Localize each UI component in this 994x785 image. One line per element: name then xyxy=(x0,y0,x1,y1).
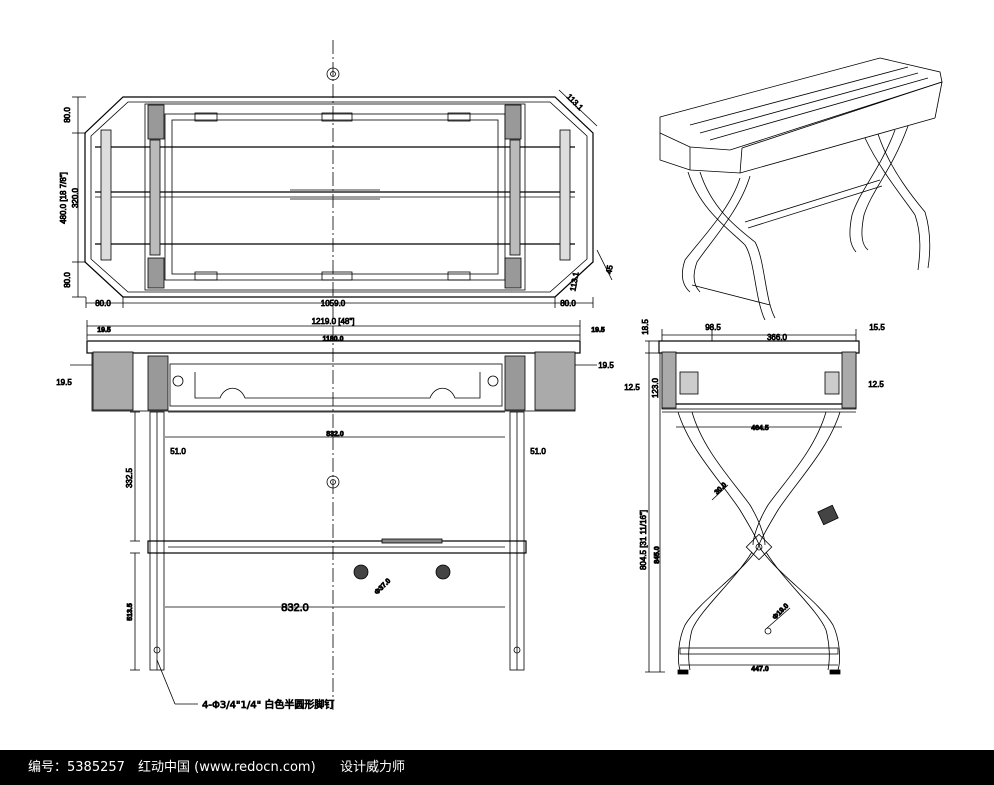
footer-id: 编号：5385257 xyxy=(28,760,125,775)
front-dim-stretcher: 832.0 xyxy=(281,602,309,614)
side-dim-366: 366.0 xyxy=(767,333,788,342)
side-dim-height-total: 845.0 xyxy=(654,546,661,564)
footer-designer: 设计威力师 xyxy=(340,760,406,775)
front-dim-top-right: 19.5 xyxy=(591,327,605,334)
top-dim-45: 45 xyxy=(604,264,615,275)
front-dim-knob: Φ37.0 xyxy=(374,578,393,597)
perspective-view xyxy=(659,57,943,321)
front-dim-leg-lower: 513.5 xyxy=(127,603,134,621)
side-view xyxy=(645,329,860,675)
front-dim-right-edge: 19.5 xyxy=(598,361,614,370)
side-dim-18: 18.5 xyxy=(641,319,650,335)
front-dim-leg-upper: 332.5 xyxy=(125,467,134,488)
front-note-feet: 4-Φ3/4"1/4" 白色半圆形脚钉 xyxy=(202,698,334,711)
footer-site[interactable]: 红动中国 (www.redocn.com) xyxy=(138,760,316,775)
side-dim-cross: 30.0 xyxy=(714,482,729,497)
furniture-technical-drawing: 80.0 480.0 [18 7/8"] 320.0 80.0 80.0 105… xyxy=(56,40,943,711)
top-dim-320: 320.0 xyxy=(71,187,80,208)
front-dim-top-left: 19.5 xyxy=(97,327,111,334)
top-dim-80-left: 80.0 xyxy=(95,299,111,308)
front-dim-leg-left: 51.0 xyxy=(170,447,186,456)
front-dim-apron-span: 832.0 xyxy=(326,431,344,438)
top-dim-1059: 1059.0 xyxy=(321,299,346,308)
front-dim-leg-right: 51.0 xyxy=(530,447,546,456)
front-dim-1180: 1180.0 xyxy=(322,336,343,343)
side-dim-height: 804.5 [31 11/16"] xyxy=(639,510,648,570)
top-dim-corner: 113.1 xyxy=(568,271,580,292)
side-dim-base: 447.0 xyxy=(751,666,769,673)
top-dim-80-right: 80.0 xyxy=(560,299,576,308)
side-dim-bolt: Φ19.0 xyxy=(772,603,791,622)
top-dim-480: 480.0 [18 7/8"] xyxy=(59,172,68,224)
top-view xyxy=(72,67,613,308)
front-view xyxy=(70,320,597,705)
side-dim-98: 98.5 xyxy=(705,323,721,332)
side-dim-apron: 464.5 xyxy=(751,425,769,432)
top-dim-80-upper: 80.0 xyxy=(63,107,72,123)
front-dim-left-edge: 19.5 xyxy=(56,378,72,387)
side-dim-12-right: 12.5 xyxy=(868,380,884,389)
top-dim-80-lower: 80.0 xyxy=(63,272,72,288)
side-dim-12-left: 12.5 xyxy=(624,383,640,392)
side-dim-123: 123.0 xyxy=(651,377,660,398)
side-dim-15: 15.5 xyxy=(869,323,885,332)
front-dim-1219: 1219.0 [48"] xyxy=(312,317,355,326)
footer-bar: 编号：5385257 红动中国 (www.redocn.com) 设计威力师 xyxy=(0,750,994,785)
